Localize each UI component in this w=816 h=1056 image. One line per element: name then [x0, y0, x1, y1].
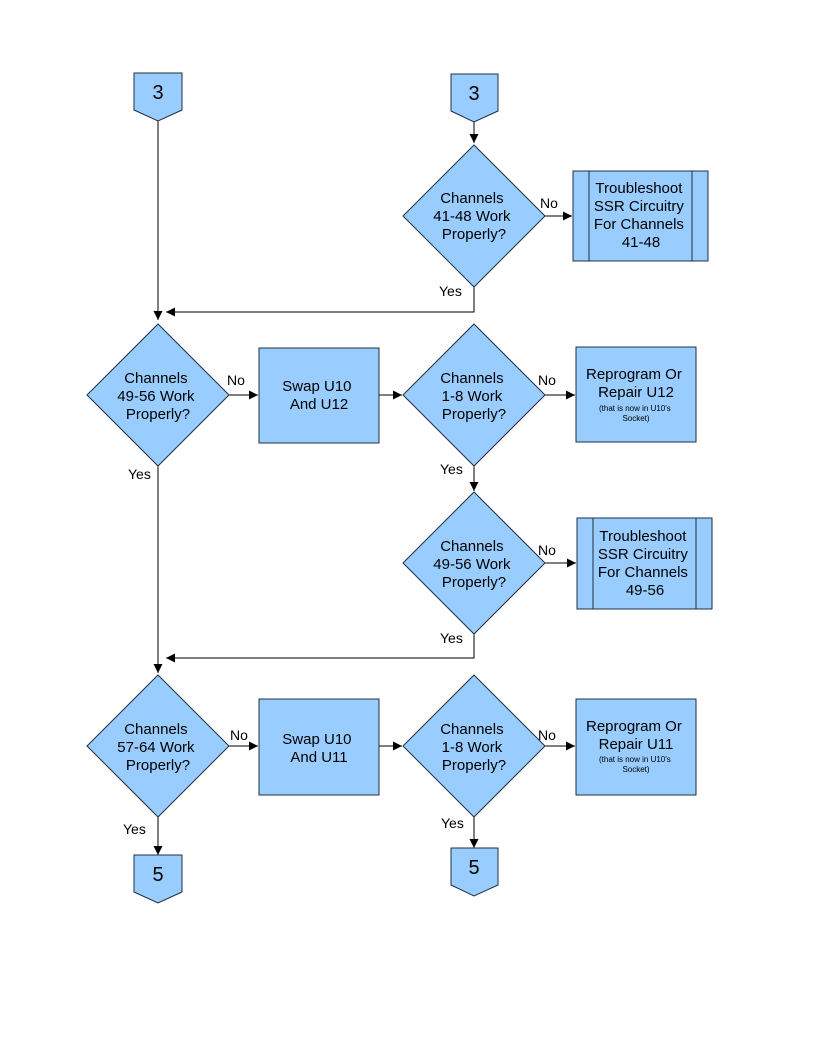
connector-out-left: 5 — [133, 854, 183, 904]
process-troubleshoot-ssr-49-56: Troubleshoot SSR Circuitry For Channels … — [576, 517, 713, 610]
svg-text:Reprogram Or Repair U12: Reprogram Or Repair U12 — [586, 366, 686, 401]
label-no: No — [538, 727, 556, 743]
connector-label: 3 — [152, 82, 163, 104]
label-yes: Yes — [128, 466, 151, 482]
svg-text:Channels 49-56 Work: Channels 49-56 Work Properly? — [117, 370, 198, 423]
process-reprogram-u11: Reprogram Or Repair U11 (that is now in … — [575, 698, 697, 796]
process-text-line: Repair U12 — [598, 384, 674, 401]
decision-text-line: Properly? — [126, 757, 190, 774]
decision-channels-49-56-b: Channels 49-56 Work Properly? — [402, 491, 546, 635]
label-yes: Yes — [441, 815, 464, 831]
decision-text-line: Properly? — [126, 406, 190, 423]
process-note-line: Socket) — [622, 414, 649, 423]
process-text-line: For Channels — [594, 216, 684, 233]
decision-text-line: 1-8 Work — [442, 739, 503, 756]
svg-text:Troubleshoot SSR Circuit: Troubleshoot SSR Circuitry For Channels … — [594, 180, 688, 251]
svg-text:(that is now in U10's So: (that is now in U10's Socket) — [599, 755, 673, 774]
process-text-line: SSR Circuitry — [598, 546, 689, 563]
label-no: No — [540, 195, 558, 211]
svg-text:Channels 57-64 Work: Channels 57-64 Work Properly? — [117, 721, 198, 774]
process-text-line: Troubleshoot — [599, 528, 687, 545]
decision-text-line: Channels — [440, 190, 503, 207]
process-swap-u10-u12: Swap U10 And U12 — [258, 347, 380, 444]
connector-label: 5 — [152, 864, 163, 886]
label-no: No — [538, 372, 556, 388]
process-text-line: For Channels — [598, 564, 688, 581]
decision-text-line: Channels — [124, 370, 187, 387]
decision-channels-1-8-b: Channels 1-8 Work Properly? — [402, 674, 546, 818]
process-swap-u10-u11: Swap U10 And U11 — [258, 698, 380, 796]
decision-text-line: Properly? — [442, 226, 506, 243]
label-yes: Yes — [440, 461, 463, 477]
process-text-line: Reprogram Or — [586, 718, 682, 735]
decision-channels-1-8-a: Channels 1-8 Work Properly? — [402, 323, 546, 467]
connector-label: 5 — [468, 857, 479, 879]
process-text-line: Swap U10 — [282, 378, 351, 395]
decision-text-line: Channels — [124, 721, 187, 738]
svg-text:Channels 1-8 Work: Channels 1-8 Work Properly? — [440, 721, 508, 774]
svg-text:Reprogram Or Repair U11: Reprogram Or Repair U11 — [586, 718, 686, 753]
decision-channels-49-56-a: Channels 49-56 Work Properly? — [86, 323, 230, 467]
label-no: No — [227, 372, 245, 388]
label-yes: Yes — [440, 630, 463, 646]
svg-text:Channels 1-8 Work: Channels 1-8 Work Properly? — [440, 370, 508, 423]
process-note-line: (that is now in U10's — [599, 755, 671, 764]
decision-text-line: 49-56 Work — [117, 388, 195, 405]
decision-channels-57-64: Channels 57-64 Work Properly? — [86, 674, 230, 818]
connector-in-right: 3 — [450, 73, 499, 123]
decision-text-line: 41-48 Work — [433, 208, 511, 225]
process-reprogram-u12: Reprogram Or Repair U12 (that is now in … — [575, 346, 697, 443]
decision-channels-41-48: Channels 41-48 Work Properly? — [402, 144, 546, 288]
process-text-line: 49-56 — [626, 582, 664, 599]
decision-text-line: Properly? — [442, 406, 506, 423]
svg-text:Channels 41-48 Work: Channels 41-48 Work Properly? — [433, 190, 514, 243]
edge-41-48-yes — [166, 287, 475, 317]
decision-text-line: Channels — [440, 370, 503, 387]
process-text-line: Repair U11 — [599, 736, 674, 753]
connector-in-left: 3 — [133, 72, 183, 122]
decision-text-line: 49-56 Work — [433, 556, 511, 573]
process-text-line: And U11 — [290, 749, 347, 766]
process-text-line: 41-48 — [622, 234, 660, 251]
process-text-line: And U12 — [290, 396, 348, 413]
decision-text-line: 57-64 Work — [117, 739, 195, 756]
process-note-line: Socket) — [622, 765, 649, 774]
connector-label: 3 — [468, 83, 479, 105]
process-text-line: Troubleshoot — [595, 180, 683, 197]
process-text-line: Reprogram Or — [586, 366, 682, 383]
svg-text:Channels 49-56 Work: Channels 49-56 Work Properly? — [433, 538, 514, 591]
process-note-line: (that is now in U10's — [599, 404, 671, 413]
label-no: No — [230, 727, 248, 743]
edge-labels: No Yes No No Yes Yes No Yes No No Yes Ye… — [123, 195, 558, 837]
decision-text-line: Properly? — [442, 757, 506, 774]
process-text-line: Swap U10 — [282, 731, 351, 748]
process-text-line: SSR Circuitry — [594, 198, 685, 215]
svg-text:Swap U10 And U12: Swap U10 And U12 — [282, 378, 355, 413]
label-yes: Yes — [439, 283, 462, 299]
svg-text:Swap U10 And U11: Swap U10 And U11 — [282, 731, 355, 766]
decision-text-line: Channels — [440, 538, 503, 555]
connector-out-right: 5 — [450, 847, 499, 897]
label-yes: Yes — [123, 821, 146, 837]
svg-text:Troubleshoot SSR Circuit: Troubleshoot SSR Circuitry For Channels … — [598, 528, 692, 599]
decision-text-line: Channels — [440, 721, 503, 738]
svg-text:(that is now in U10's So: (that is now in U10's Socket) — [599, 404, 673, 423]
label-no: No — [538, 542, 556, 558]
edge-49-56-b-yes — [166, 634, 475, 663]
decision-text-line: Properly? — [442, 574, 506, 591]
process-troubleshoot-ssr-41-48: Troubleshoot SSR Circuitry For Channels … — [572, 170, 709, 262]
decision-text-line: 1-8 Work — [442, 388, 503, 405]
edges — [153, 121, 576, 855]
